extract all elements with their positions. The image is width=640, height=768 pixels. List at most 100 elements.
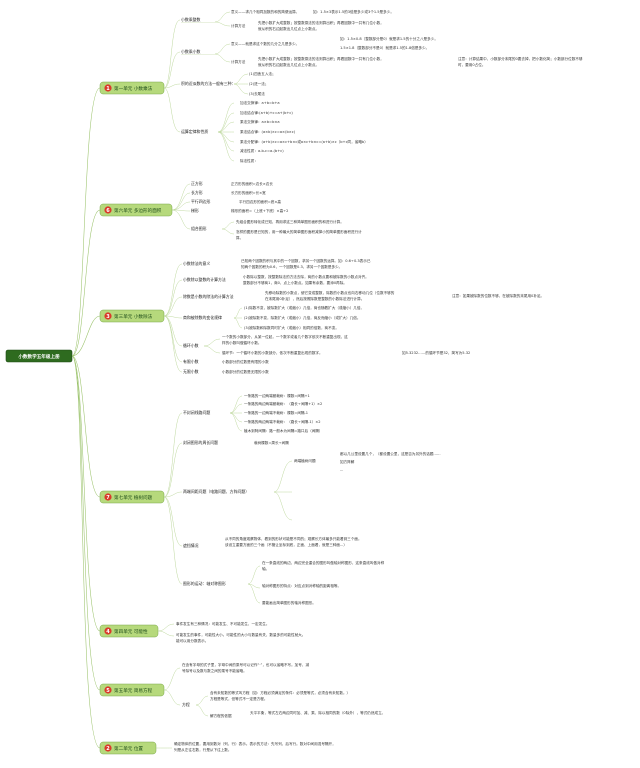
node-text: 知两个因数的积为0.6，一个因数是0.3，求另一个因数是多少。 xyxy=(241,264,342,269)
group-label: 运算定律和性质 xyxy=(181,129,208,134)
node-text: (3)被除数和除数同时扩大（或缩小）相同的倍数，商不变。 xyxy=(244,325,339,330)
node-text: 小数除以整数，按整数除法的方法去除，商的小数点要和被除数的小数点对齐。 xyxy=(243,274,369,279)
node-text: 计算方法 xyxy=(231,59,246,64)
node-text: 先组合图形转化成已知，再用求这三种简单图形面积的和进行计算。 xyxy=(236,219,344,224)
unit-number-badge xyxy=(104,686,112,694)
node-text: 小数部分的位数是无限的小数 xyxy=(222,369,269,374)
unit-number: 2 xyxy=(106,746,110,752)
node-text: 轴。 xyxy=(262,566,269,571)
node-text: 解方程的依据 xyxy=(210,713,232,718)
node-note: 时，要用0占位。 xyxy=(458,62,485,67)
group-label: 积的近似数的方法一般有三种： xyxy=(181,81,235,86)
group-label: 方程 xyxy=(182,702,190,707)
unit-number: 7 xyxy=(106,495,110,501)
node-text: 列是从左往右数，行是从下往上数。 xyxy=(174,747,232,752)
node-text: (2)进一法； xyxy=(249,81,268,86)
unit-number: 5 xyxy=(106,688,110,694)
unit-number-badge xyxy=(104,312,112,320)
node-text: 就从积的右边起数出几位点上小数点。 xyxy=(258,62,319,67)
node-text: 乘法分配律：(a+b)×c=a×c+b×c或a×c+b×c=(a+b)×c（b+… xyxy=(240,139,368,144)
node-text: 能可以用分数表示。 xyxy=(176,638,208,643)
unit-3[interactable]: 3 第三单元 小数除法 xyxy=(99,309,165,323)
group-label: 遮挡情况 xyxy=(183,543,199,548)
node-text: 正方形的面积=边长×边长 xyxy=(231,181,273,186)
unit-1-branches xyxy=(163,19,181,133)
node-text: 已知两个因数的积与其中的一个因数，求另一个因数的运算。如：0.6÷0.3表示已 xyxy=(241,258,371,263)
node-text: 在末尾用0补足），然后按照除数是整数的小数除法进行计算。 xyxy=(265,296,364,301)
node-text: 从不同的角度观察物体，看到的形状可能是不同的；观察长方体最多只能看到三个面。 xyxy=(225,536,362,541)
node-note: 注意：如果被除数的位数不够，在被除数的末尾用0补足。 xyxy=(452,293,544,298)
node-text: 在一条直线的两边，两边完全重合的图形叫做轴对称图形，这条直线叫做对称 xyxy=(262,560,385,565)
group-label: 小数除法的意义 xyxy=(183,261,210,266)
group-label: 封闭图形的周长问题 xyxy=(183,440,218,445)
node-text: 在含有字母的式子里，字母中间的乘号可以记作“·”，也可以省略不写。加号、减 xyxy=(182,662,309,667)
unit-title: 第四单元 可能性 xyxy=(114,628,148,635)
group-label: 循环小数 xyxy=(183,343,199,348)
unit-title: 第七单元 植树问题 xyxy=(114,494,153,501)
group-label: 除数是小数的除法的计算方法 xyxy=(183,294,234,299)
node-text: 两端植树问题 xyxy=(294,458,316,463)
node-note: 如：1.5×3表示1.5的3倍是多少或3个1.5是多少。 xyxy=(313,9,394,14)
group-label: 正方形 xyxy=(191,181,203,186)
node-text: 就从积的右边起数出几位点上小数点。 xyxy=(258,26,319,31)
node-text: 该设立重要方面的三个画（不管让坐标到底，正面、上面看，就是三种面...） xyxy=(225,542,347,547)
unit-title: 第五单元 简易方程 xyxy=(114,687,153,694)
node-text: 要能画出简单图形的轴对称图形。 xyxy=(262,600,316,605)
group-label: 小数乘整数 xyxy=(181,17,201,22)
node-text: 长方形的面积=长×宽 xyxy=(231,190,266,195)
unit-2[interactable]: 2 第二单元 位置 xyxy=(99,741,157,755)
node-text: 平行四边形的面积=底×高 xyxy=(239,199,281,204)
unit-4[interactable]: 4 第四单元 可能性 xyxy=(99,624,159,638)
group-label: 商和被除数的变化规律 xyxy=(183,315,222,320)
node-text: 意义——求几个相同加数的和的简便运算。 xyxy=(231,9,299,14)
unit-title: 第六单元 多边形的面积 xyxy=(114,207,162,214)
unit-1[interactable]: 1 第一单元 小数乘法 xyxy=(99,81,165,95)
node-note: 注意：计算结果中，小数部分末尾的0要去掉，把小数化简；小数部分位数不够 xyxy=(458,56,583,61)
group-label: 平行四边形 xyxy=(191,199,211,204)
node-text: 栽树棵数=周长÷间隔 xyxy=(254,440,289,445)
node-text: 号除号以及数与数之间的乘号不能省略。 xyxy=(182,668,247,673)
node-text: 事件发生有三种情况：可能发生、不可能发生、一定发生。 xyxy=(176,621,269,626)
group-label: 长方形 xyxy=(191,190,203,195)
node-text: 除法性质： xyxy=(240,158,258,163)
node-text: 含有未知数的等式叫方程（如：方程必须满足的条件：必须是等式，必须含有未知数。） xyxy=(210,690,350,695)
node-text: 一条路的一边两端都栽树：棵数=间隔+1 xyxy=(244,393,310,398)
node-text: (2)被除数不变，除数扩大（或缩小）几倍，商反而缩小（或扩大）几倍。 xyxy=(244,315,361,320)
node-text: 加法结合律:(a+b)+c=a+(b+c) xyxy=(240,110,293,115)
node-text: (1)四舍五入法； xyxy=(249,71,276,76)
unit-7-branches xyxy=(163,412,183,585)
node-text: 小数部分的位数是有限的小数 xyxy=(222,359,269,364)
node-text: 乘法交换律：a×b=b×a xyxy=(240,119,280,124)
unit-number-badge xyxy=(104,744,112,752)
unit-3-branches xyxy=(163,263,183,373)
node-text: 先移动除数的小数点，使它变成整数，除数的小数点也向右移动几位（位数不够的 xyxy=(265,290,395,295)
group-label: 有限小数 xyxy=(183,359,199,364)
node-text: 确定物体的位置，要用到数对（列，行）表示。表示的方法：先写列，后写行。数对中间用… xyxy=(174,741,336,746)
node-text: 天平平衡，等式左右两边同时加、减、乘、除以相同的数（0除外），等式仍然成立。 xyxy=(250,710,385,715)
node-text: 减法性质：a-b-c=a-(b+c) xyxy=(240,148,284,153)
unit-7[interactable]: 7 第七单元 植树问题 xyxy=(99,490,165,504)
node-note: 1.5×1.8（整数部分不是0）就是求1.5的1.8倍是多少。 xyxy=(340,45,429,50)
node-text: ... xyxy=(340,468,343,472)
root-branches xyxy=(71,87,101,749)
unit-5[interactable]: 5 第五单元 简易方程 xyxy=(99,683,165,697)
node-text: 都以几公里设置几个，（都设置公里，这是否为另外的话题…… xyxy=(340,451,441,456)
unit-title: 第二单元 位置 xyxy=(114,745,143,752)
unit-number: 4 xyxy=(106,629,110,635)
node-text: 样的小数叫做循环小数。 xyxy=(222,340,262,345)
group-label: 图形的运动：轴对称图形 xyxy=(183,581,226,586)
root-node[interactable]: 小数数学五年级上册 xyxy=(5,349,73,363)
node-text: 先把小数扩大成整数；按整数乘法的法则算出积；再看因数中一共有几位小数， xyxy=(258,20,384,25)
group-label: 小数除以整数的计算方法 xyxy=(183,277,226,282)
unit-6[interactable]: 6 第六单元 多边形的面积 xyxy=(99,203,173,217)
unit-title: 第一单元 小数乘法 xyxy=(114,85,153,92)
group-label: 不封闭线路问题 xyxy=(183,410,210,415)
node-text: 方程是等式，但等式不一定是方程。 xyxy=(210,696,268,701)
node-text: 轴对称图形的特点：对应点到对称轴的距离相等。 xyxy=(262,583,341,588)
node-note: 如5.3232……的循环节是32，简写为5.32 xyxy=(402,350,470,355)
node-text: 先把小数扩大成整数；按整数乘法的法则算出积；再看因数中一共有几位小数， xyxy=(258,56,384,61)
node-text: 梯形的面积=（上底+下底）×高÷2 xyxy=(231,208,288,213)
node-text: 一个数的小数部分，从某一位起，一个数字或者几个数字依次不断重复出现，这 xyxy=(222,334,348,339)
node-text: 一条路的一边两端不栽树：棵数=间隔-1 xyxy=(244,410,308,415)
